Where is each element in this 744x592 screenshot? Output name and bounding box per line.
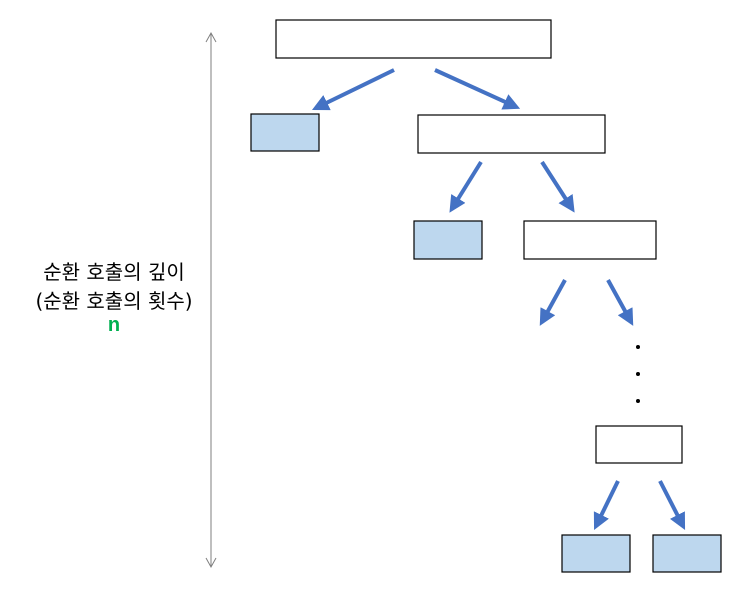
ellipsis-dot	[636, 345, 640, 349]
base-case-leaf-last-1	[561, 534, 631, 573]
depth-variable-n: n	[107, 314, 121, 336]
ellipsis-dot	[636, 399, 640, 403]
base-case-leaf-2	[413, 220, 483, 260]
depth-axis	[205, 31, 217, 569]
recursive-call-node-last	[595, 425, 683, 464]
recursive-call-node-1	[417, 114, 606, 154]
arrow-root-to-leaf	[311, 68, 395, 111]
depth-label-line1: 순환 호출의 깊이	[43, 260, 185, 284]
arrow-call1-to-call	[540, 160, 575, 213]
arrow-root-to-call	[434, 68, 521, 110]
base-case-leaf-1	[250, 113, 320, 152]
arrow-last-right	[658, 480, 686, 530]
arrow-last-left	[593, 480, 620, 531]
arrow-call1-to-leaf	[449, 160, 483, 213]
arrow-call2-left	[539, 279, 567, 326]
depth-label-line2: (순환 호출의 횟수)	[35, 289, 193, 313]
arrow-call2-right	[606, 279, 634, 326]
recursive-call-node-2	[523, 220, 657, 260]
root-call-node	[275, 19, 552, 59]
ellipsis-dot	[636, 372, 640, 376]
base-case-leaf-last-2	[652, 534, 722, 573]
